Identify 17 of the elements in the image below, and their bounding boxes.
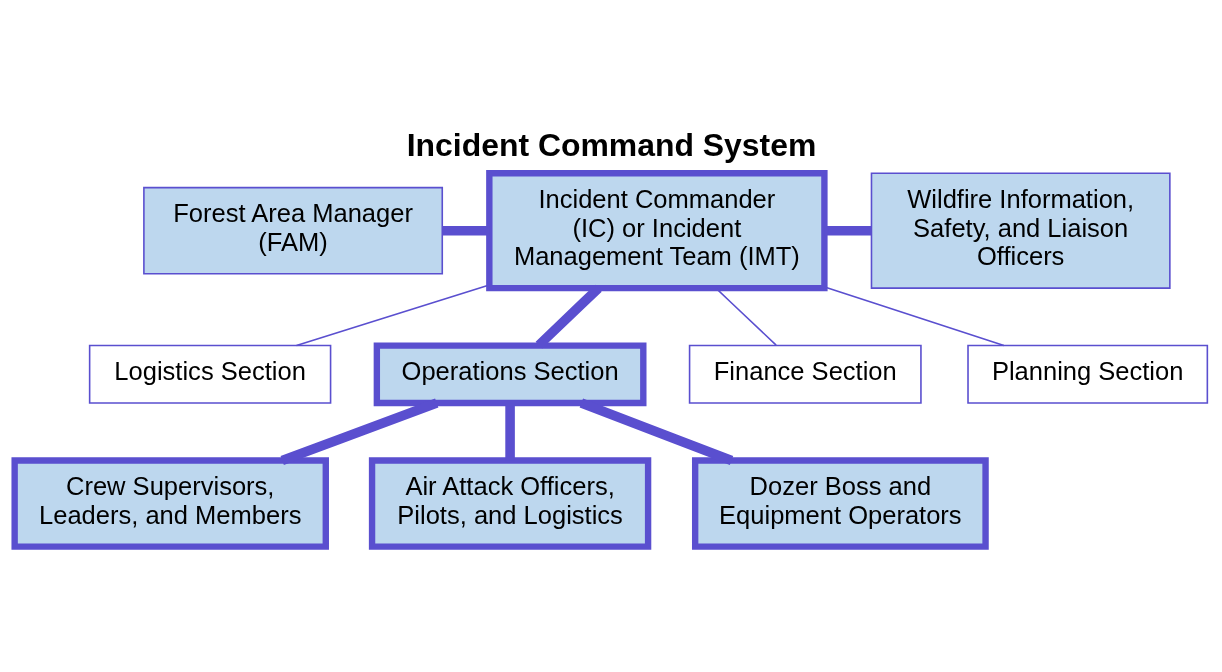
connector [280, 398, 439, 465]
node-box: Forest Area Manager (FAM) [143, 186, 444, 275]
node-box: Logistics Section [88, 344, 332, 404]
connector [442, 225, 490, 236]
connector [824, 225, 872, 236]
node-box: Wildfire Information, Safety, and Liaison Officers [870, 172, 1171, 289]
node-box: Finance Section [688, 344, 922, 404]
connector [505, 403, 515, 461]
node-box: Dozer Boss and Equipment Operators [691, 457, 989, 550]
diagram-title: Incident Command System [406, 126, 817, 163]
node-box: Planning Section [967, 344, 1209, 404]
node-box: Crew Supervisors, Leaders, and Members [11, 457, 329, 550]
node-box: Operations Section [373, 342, 647, 407]
connector [579, 398, 734, 465]
connector [535, 284, 602, 349]
node-box: Incident Commander (IC) or Incident Management Team (IMT) [486, 170, 828, 292]
node-box: Air Attack Officers, Pilots, and Logistics [368, 457, 652, 550]
